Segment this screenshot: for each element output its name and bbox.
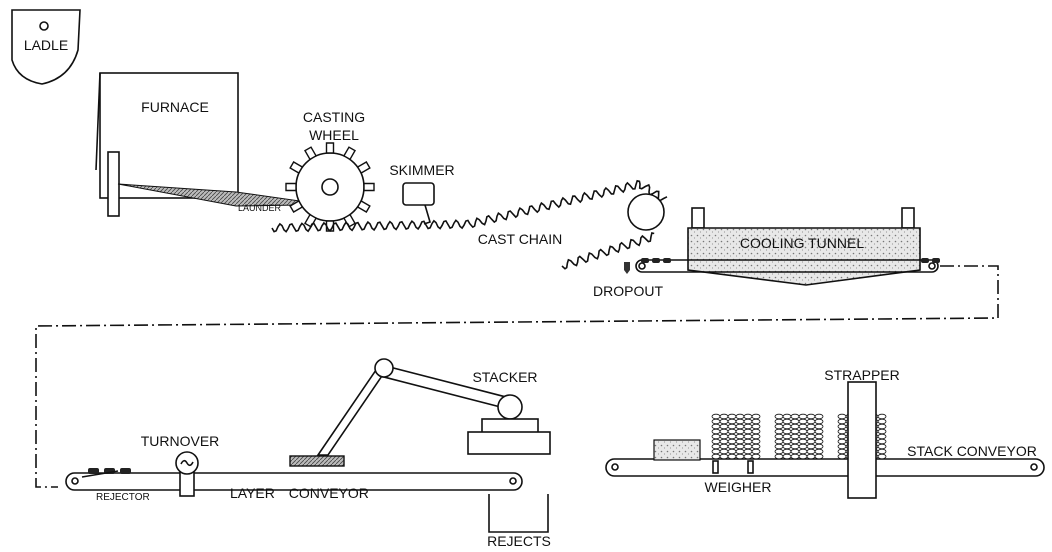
turnover: TURNOVER [141,433,220,497]
skimmer: SKIMMER [389,162,455,225]
rejector-label: REJECTOR [96,492,150,503]
casting-wheel-label-2: WHEEL [309,127,359,143]
stacker: STACKER [289,358,551,467]
cooling-tunnel-label: COOLING TUNNEL [740,235,864,251]
skimmer-label: SKIMMER [389,162,454,178]
stack-conveyor: WEIGHER STACK CONVEYOR [605,413,1045,495]
stacker-label: STACKER [472,369,537,385]
rejects-bin: REJECTS [487,494,551,549]
stack-conveyor-label: STACK CONVEYOR [907,443,1037,459]
transfer-line [35,265,999,488]
dropout-label: DROPOUT [593,283,663,299]
rejects-label: REJECTS [487,533,551,547]
furnace: FURNACE LAUNDER [95,72,301,217]
furnace-label: FURNACE [141,99,209,115]
layer-conveyor: REJECTOR LAYER CONVEYOR [65,468,523,503]
ladle-label: LADLE [24,37,68,53]
cast-chain-label: CAST CHAIN [478,231,563,247]
turnover-label: TURNOVER [141,433,220,449]
strapper: STRAPPER [824,367,900,499]
ladle: LADLE [11,9,81,85]
cast-chain: CAST CHAIN [271,179,668,270]
launder-label: LAUNDER [238,203,282,213]
casting-wheel-label: CASTING [303,109,365,125]
casting-wheel: CASTING WHEEL [285,109,375,232]
cooling-tunnel: COOLING TUNNEL DROPOUT [593,207,940,299]
weigher-label: WEIGHER [705,479,772,495]
strapper-label: STRAPPER [824,367,899,383]
layer-conveyor-label: LAYER CONVEYOR [230,485,369,501]
